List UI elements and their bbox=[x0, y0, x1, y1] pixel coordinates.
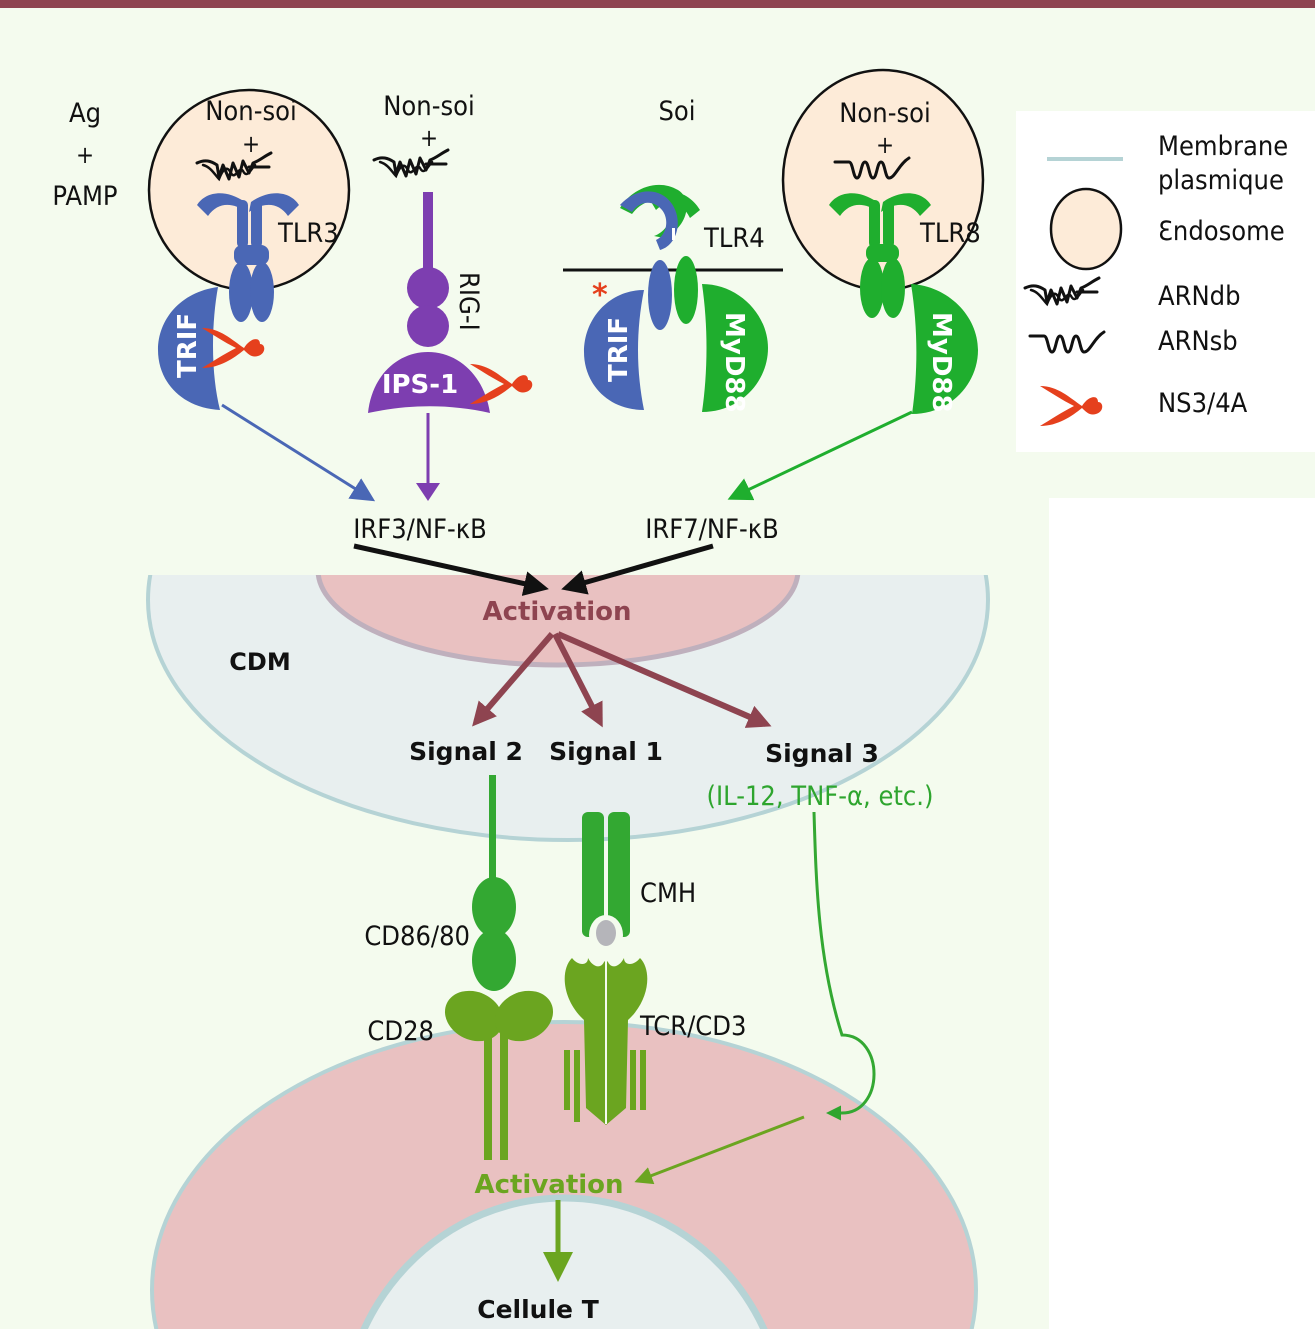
tcr-cd3-label: TCR/CD3 bbox=[639, 1011, 746, 1042]
tlr4-label: TLR4 bbox=[703, 223, 765, 254]
tcell-label: Cellule T bbox=[477, 1295, 599, 1324]
legend: Membrane plasmique Ɛndosome ARNdb ARNsb … bbox=[1016, 111, 1315, 452]
plus-sign: + bbox=[420, 124, 438, 152]
cdm-label: CDM bbox=[229, 648, 290, 676]
legend-arndb-label: ARNdb bbox=[1158, 281, 1241, 312]
cd28-label: CD28 bbox=[367, 1016, 434, 1047]
cdm-membrane bbox=[146, 575, 990, 842]
legend-membrane-label-2: plasmique bbox=[1158, 165, 1284, 196]
cdm-activation-label: Activation bbox=[482, 597, 631, 627]
signal2-label: Signal 2 bbox=[409, 737, 523, 766]
tlr3-receptor bbox=[197, 193, 299, 322]
rigi-label: RIG-I bbox=[453, 272, 484, 331]
antigen-peptide bbox=[596, 920, 616, 946]
myd88-adaptor-1 bbox=[702, 284, 768, 412]
ag-label: Ag bbox=[69, 98, 101, 129]
activation-to-signal2-arrow bbox=[472, 632, 555, 727]
tcell-membrane bbox=[150, 1020, 978, 1329]
soi-label: Soi bbox=[658, 96, 695, 127]
tlr8-label: TLR8 bbox=[919, 218, 981, 249]
myd88-label-1: MyD88 bbox=[719, 312, 749, 413]
cdm-nucleus bbox=[315, 575, 801, 668]
plus-sign: + bbox=[76, 141, 94, 169]
irf3-to-activation-arrow bbox=[353, 543, 549, 596]
myd88-to-irf7-arrow bbox=[727, 410, 913, 501]
pamp-label: PAMP bbox=[52, 181, 117, 212]
tlr8-receptor bbox=[829, 193, 931, 318]
plus-sign: + bbox=[242, 130, 260, 158]
signal1-label: Signal 1 bbox=[549, 737, 663, 766]
rigi-receptor bbox=[368, 192, 490, 413]
ips1-label: IPS-1 bbox=[382, 370, 458, 400]
trif-label-2: TRIF bbox=[604, 317, 634, 382]
trif-adaptor-2 bbox=[584, 290, 644, 410]
signal3-cytokines-label: (IL-12, TNF-α, etc.) bbox=[707, 781, 934, 812]
cd86-80-label: CD86/80 bbox=[364, 921, 470, 952]
cd86-80-molecule bbox=[472, 775, 516, 991]
signal3-to-activation-arrow bbox=[634, 1115, 805, 1185]
endosome-icon bbox=[1049, 187, 1123, 271]
irf3-nfkb-label: IRF3/NF-κB bbox=[353, 514, 487, 545]
legend-arnsb-label: ARNsb bbox=[1158, 326, 1238, 357]
trif-adaptor-1 bbox=[158, 287, 220, 410]
myd88-label-2: MyD88 bbox=[926, 312, 956, 413]
signal3-label: Signal 3 bbox=[765, 739, 879, 768]
tlr3-label: TLR3 bbox=[277, 218, 339, 249]
tcell-activation-label: Activation bbox=[474, 1170, 623, 1200]
signal3-to-tcell-arrow bbox=[812, 811, 876, 1121]
cdm-cell bbox=[146, 575, 990, 842]
plus-sign: + bbox=[876, 131, 894, 159]
top-bar bbox=[0, 0, 1315, 8]
trif-to-irf3-arrow bbox=[221, 403, 376, 502]
irf7-nfkb-label: IRF7/NF-κB bbox=[645, 514, 779, 545]
legend-ns3-label: NS3/4A bbox=[1158, 388, 1248, 419]
cmh-label: CMH bbox=[640, 878, 696, 909]
legend-endosome-label: Ɛndosome bbox=[1158, 216, 1285, 247]
asterisk-marker: * bbox=[592, 278, 608, 313]
cd28-molecule bbox=[444, 990, 554, 1160]
irf7-to-activation-arrow bbox=[561, 543, 714, 595]
myd88-adaptor-2 bbox=[911, 284, 978, 414]
cmh-molecule bbox=[582, 812, 630, 937]
tlr4-receptor bbox=[620, 184, 700, 330]
nonsoi-label-1: Non-soi bbox=[205, 96, 296, 127]
nonsoi-label-2: Non-soi bbox=[383, 91, 474, 122]
activation-to-signal1-arrow bbox=[552, 632, 603, 728]
trif-label-1: TRIF bbox=[173, 313, 203, 378]
nonsoi-label-3: Non-soi bbox=[839, 98, 930, 129]
legend-membrane-label-1: Membrane bbox=[1158, 131, 1288, 162]
activation-to-signal3-arrow bbox=[556, 631, 772, 728]
